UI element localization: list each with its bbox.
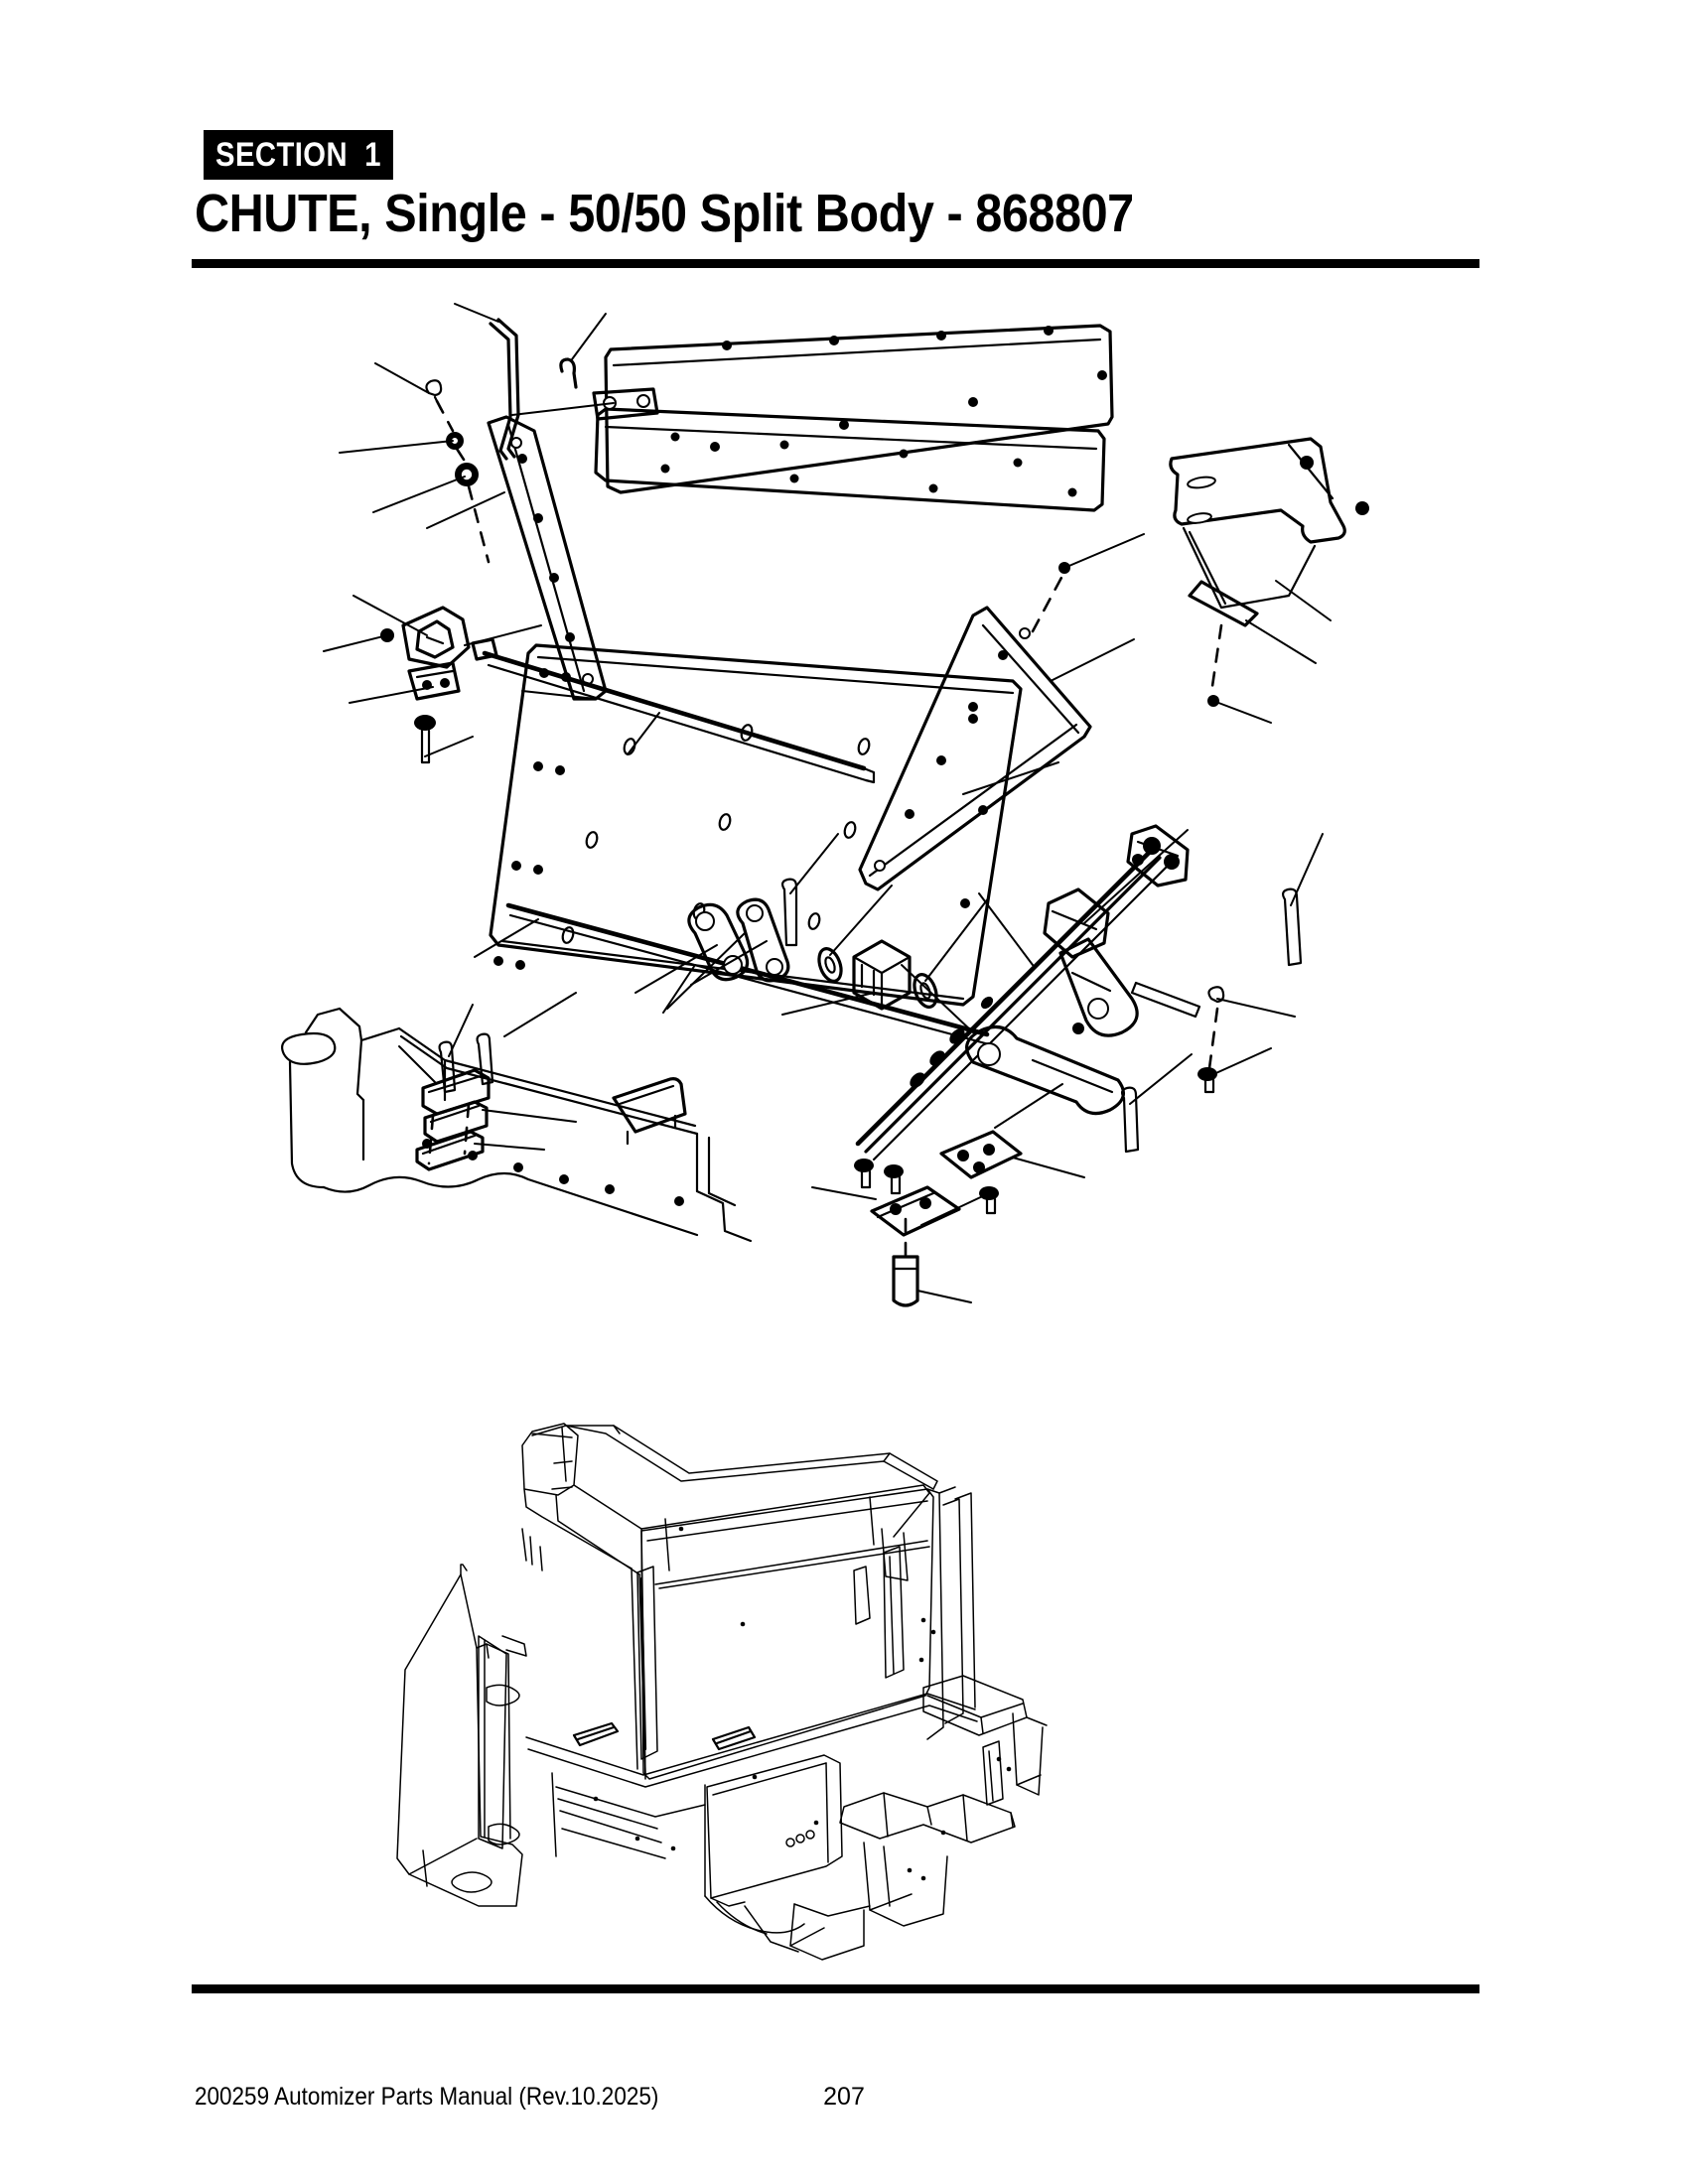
footer-document-title: 200259 Automizer Parts Manual (Rev.10.20… bbox=[195, 2083, 659, 2111]
shell-mounted-box bbox=[612, 1077, 687, 1146]
upper-cross-brace bbox=[594, 407, 1106, 512]
hydraulic-actuator bbox=[965, 887, 1139, 1116]
frame-top-rail bbox=[531, 1425, 938, 1490]
center-control-box bbox=[704, 1754, 843, 1907]
rail-mount-plate bbox=[939, 1130, 1023, 1179]
slide-rail-fasteners bbox=[854, 1159, 904, 1195]
chute-shell-lower bbox=[281, 1007, 753, 1243]
exploded-parts-diagram bbox=[278, 298, 1450, 1350]
actuator-mounts bbox=[572, 1566, 757, 1760]
lower-diagonal-braces bbox=[704, 1895, 805, 1953]
chute-deck bbox=[640, 1488, 934, 1780]
right-frame-uprights bbox=[853, 1486, 976, 1740]
lower-anchor-plate bbox=[870, 1185, 961, 1237]
right-fastener-column bbox=[979, 887, 1303, 1215]
footer-divider-rule bbox=[192, 1984, 1479, 1993]
bushing-set bbox=[817, 947, 938, 1009]
bearing-housing bbox=[852, 939, 912, 1011]
left-hinge-assembly bbox=[380, 606, 498, 701]
lower-tie-bar bbox=[505, 902, 991, 1046]
page-title: CHUTE, Single - 50/50 Split Body - 86880… bbox=[195, 184, 1134, 243]
mid-cross-frame bbox=[525, 1693, 978, 1859]
main-floor-panel bbox=[489, 643, 1023, 1007]
header-divider-rule bbox=[192, 259, 1479, 268]
left-vertical-post bbox=[478, 1635, 527, 1849]
top-chute-panel bbox=[604, 324, 1114, 494]
corner-gusset-bracket bbox=[1169, 437, 1369, 627]
right-side-rail bbox=[858, 606, 1092, 891]
clip-retainer bbox=[559, 357, 578, 389]
right-lower-frame bbox=[789, 1675, 1048, 1961]
spacer-stack bbox=[415, 1032, 494, 1171]
section-badge-word: SECTION bbox=[215, 135, 349, 174]
pivot-shaft bbox=[482, 650, 876, 784]
section-badge: SECTION 1 bbox=[204, 130, 393, 180]
left-side-shield bbox=[396, 1564, 523, 1907]
main-slide-rail bbox=[855, 824, 1190, 1161]
footer-page-number: 207 bbox=[823, 2083, 865, 2111]
section-badge-number: 1 bbox=[364, 135, 381, 174]
left-lower-bolt bbox=[414, 715, 436, 764]
lower-anchor-pin bbox=[892, 1217, 919, 1307]
upper-left-fastener-stack bbox=[425, 379, 491, 564]
assembled-machine-diagram bbox=[328, 1390, 1062, 1985]
